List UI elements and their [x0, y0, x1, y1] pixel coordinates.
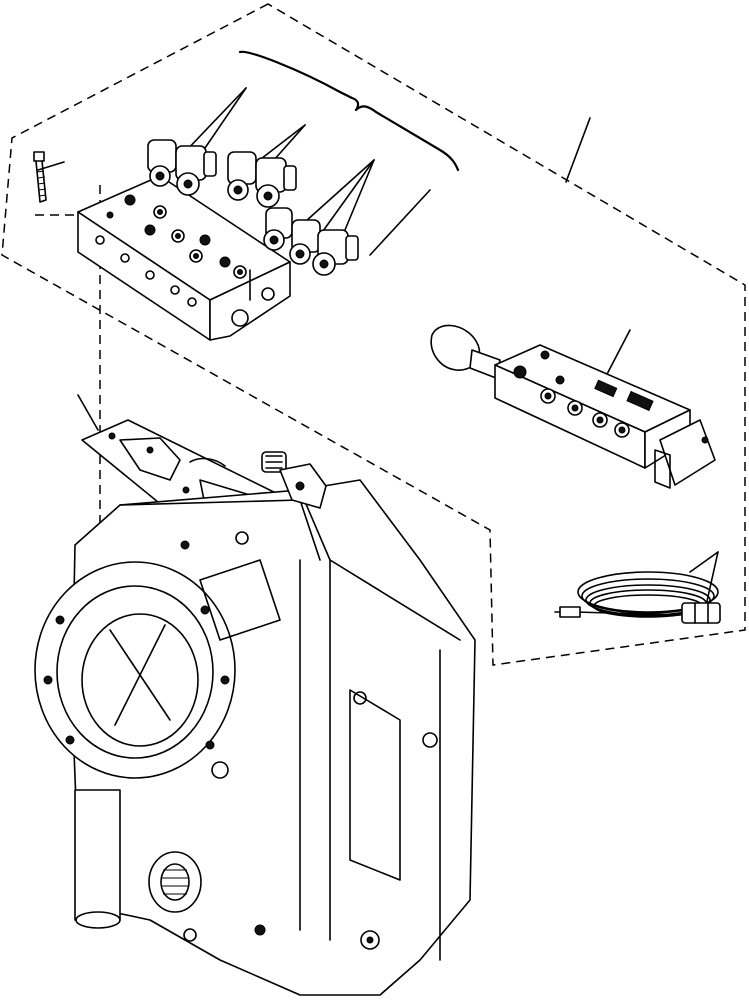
wiring-harness — [554, 551, 721, 624]
kit-leader — [565, 117, 591, 183]
solenoid-4 — [255, 157, 297, 208]
controller-buttons — [513, 350, 630, 438]
solenoid-brace — [181, 50, 460, 256]
transmission-housing — [34, 451, 476, 996]
solenoid-valves — [147, 139, 359, 276]
controller-lever — [430, 324, 501, 379]
valve-ports — [95, 194, 247, 307]
solenoid-1 — [147, 139, 177, 187]
solenoid-2 — [175, 145, 217, 196]
controller-display — [594, 379, 654, 412]
controller-bracket — [654, 419, 716, 489]
solenoid-6 — [289, 219, 321, 265]
shift-controller — [430, 324, 716, 489]
solenoid-7 — [312, 229, 359, 276]
bearing-bore — [34, 561, 236, 779]
mounting-bolt — [33, 151, 65, 203]
solenoid-3 — [227, 151, 257, 201]
valve-body-assembly — [77, 175, 291, 341]
spline-coupling — [148, 851, 202, 913]
solenoid-5 — [263, 207, 293, 251]
output-shaft — [74, 789, 121, 929]
top-bracket — [279, 463, 327, 509]
breather-cap — [261, 451, 287, 473]
